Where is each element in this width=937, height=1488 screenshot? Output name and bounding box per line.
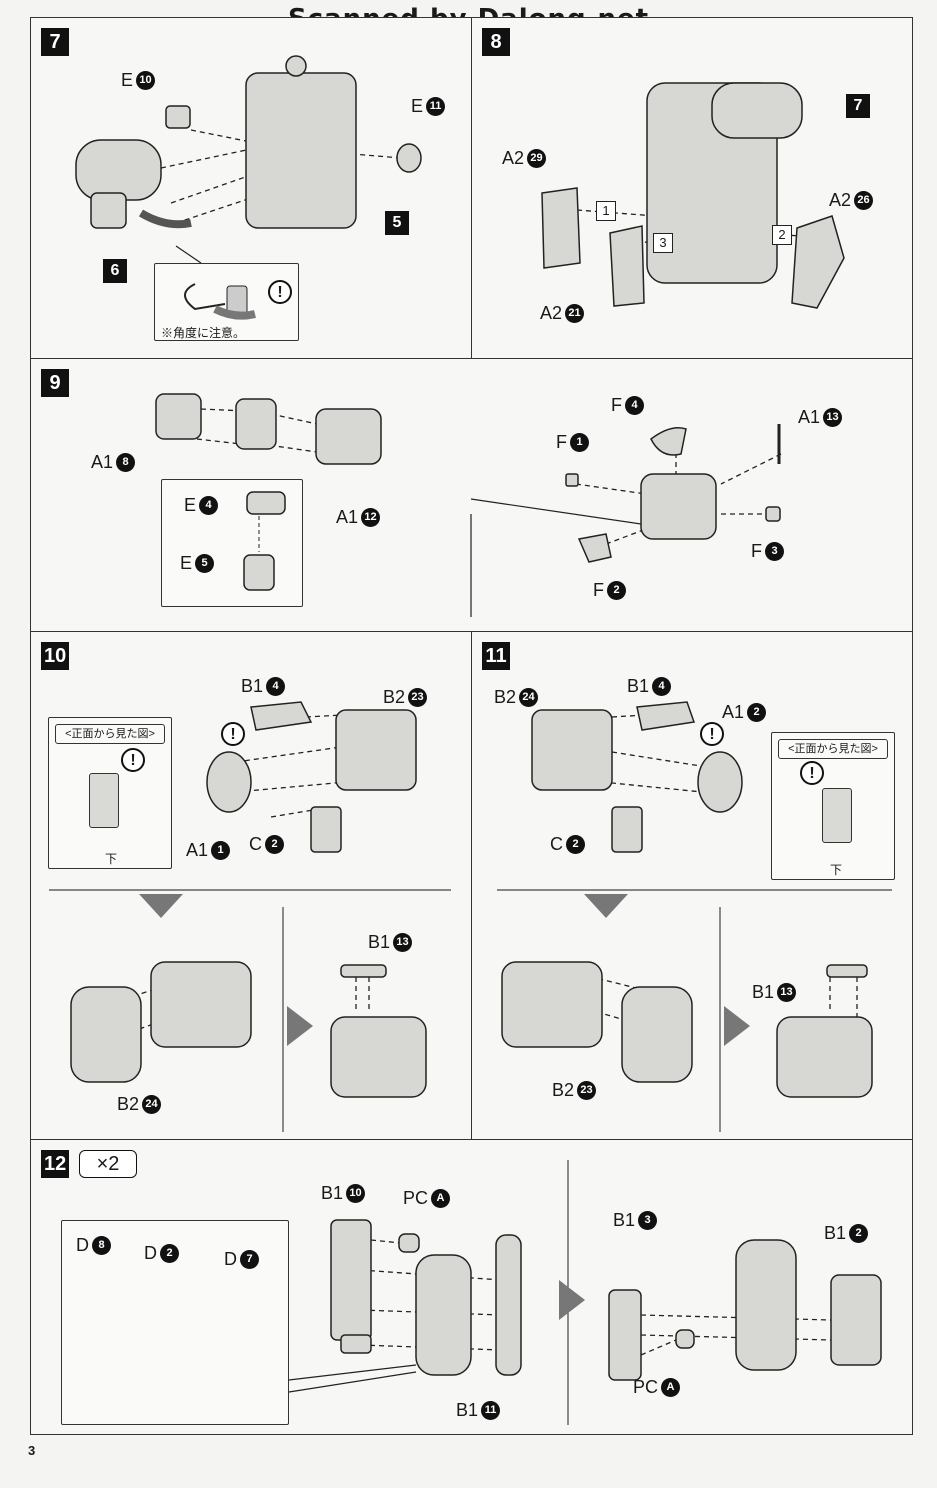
step-number: 11 bbox=[482, 642, 510, 670]
caution-icon: ! bbox=[700, 722, 724, 746]
down-label: 下 bbox=[105, 852, 118, 866]
caution-icon: ! bbox=[121, 748, 145, 772]
next-arrow-right bbox=[559, 1280, 585, 1320]
quantity-multiplier: ×2 bbox=[79, 1150, 137, 1178]
angle-note: ※角度に注意。 bbox=[161, 326, 246, 340]
order-2: 2 bbox=[772, 225, 792, 245]
assembly-lines bbox=[155, 393, 782, 617]
step-number: 9 bbox=[41, 369, 69, 397]
caution-icon: ! bbox=[221, 722, 245, 746]
caution-icon: ! bbox=[268, 280, 292, 304]
front-view-caption: <正面から見た図> bbox=[55, 724, 165, 744]
page-number: 3 bbox=[28, 1443, 36, 1458]
next-arrow-down bbox=[139, 894, 183, 918]
sub-assembly-6: 6 bbox=[103, 259, 127, 283]
step-number: 12 bbox=[41, 1150, 70, 1178]
front-view-part bbox=[822, 788, 852, 843]
step-number: 7 bbox=[41, 28, 69, 56]
angle-detail-inset: ! ※角度に注意。 bbox=[154, 263, 299, 341]
step-number: 8 bbox=[482, 28, 510, 56]
assembly-lines bbox=[75, 55, 422, 264]
down-label: 下 bbox=[830, 863, 843, 877]
assembly-lines bbox=[497, 701, 892, 1132]
sub-assembly-5: 5 bbox=[385, 211, 409, 235]
next-arrow-down bbox=[584, 894, 628, 918]
front-view-inset: <正面から見た図> ! 下 bbox=[48, 717, 172, 869]
order-3: 3 bbox=[653, 233, 673, 253]
front-view-part bbox=[89, 773, 119, 828]
sub-assembly-7: 7 bbox=[846, 94, 870, 118]
front-view-inset: <正面から見た図> ! 下 bbox=[771, 732, 895, 880]
assembly-lines bbox=[541, 82, 845, 309]
assembly-lines bbox=[49, 701, 451, 1132]
step-number: 10 bbox=[41, 642, 70, 670]
order-1: 1 bbox=[596, 201, 616, 221]
caution-icon: ! bbox=[800, 761, 824, 785]
next-arrow-right bbox=[724, 1006, 750, 1046]
front-view-caption: <正面から見た図> bbox=[778, 739, 888, 759]
next-arrow-right bbox=[287, 1006, 313, 1046]
